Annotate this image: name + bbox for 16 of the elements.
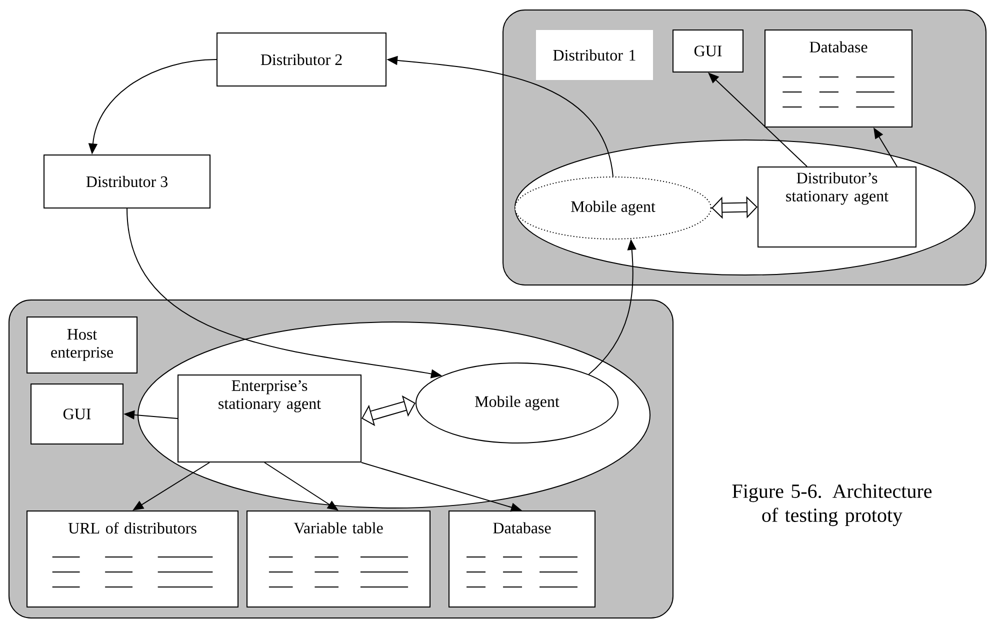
- process-box: Distributor 3: [44, 154, 210, 208]
- arrow: [708, 72, 808, 167]
- arrow: [712, 196, 758, 219]
- table-box: URL of distributors: [26, 510, 238, 608]
- arrow: [362, 395, 416, 426]
- table-box: Database: [764, 30, 912, 128]
- table-box: Variable table: [246, 510, 430, 608]
- panel-label: Distributor 1: [536, 30, 653, 80]
- process-box: Enterprise’s stationary agent: [178, 374, 362, 462]
- panel-label: Host enterprise: [26, 316, 138, 374]
- process-box: Distributor’s stationary agent: [758, 166, 916, 248]
- table-box: Database: [448, 510, 596, 608]
- process-box: GUI: [672, 30, 744, 72]
- process-box: Distributor 2: [216, 32, 386, 86]
- process-box: GUI: [30, 384, 124, 444]
- figure-caption: Figure 5-6. Architecture of testing prototy: [732, 484, 932, 526]
